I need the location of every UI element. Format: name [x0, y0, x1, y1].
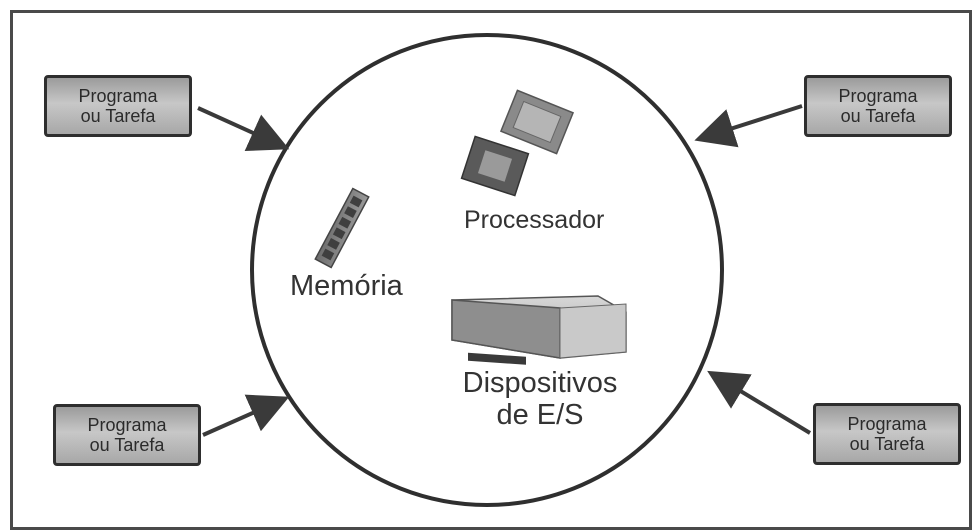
task-box-top-right: Programa ou Tarefa — [804, 75, 952, 137]
memory-icon — [314, 187, 370, 269]
arrow-bottom-left — [202, 394, 290, 437]
task-box-bottom-right: Programa ou Tarefa — [813, 403, 961, 465]
io-device-icon — [451, 295, 627, 365]
arrow-top-right — [694, 104, 803, 148]
task-box-label: Programa ou Tarefa — [847, 414, 927, 454]
task-box-label: Programa ou Tarefa — [78, 86, 158, 126]
task-box-bottom-left: Programa ou Tarefa — [53, 404, 201, 466]
io-devices-label-line2: de E/S — [496, 399, 584, 431]
memory-label: Memória — [290, 270, 403, 302]
processor-icon — [460, 89, 575, 197]
io-devices-label-line1: Dispositivos — [462, 367, 618, 399]
processor-label: Processador — [464, 206, 605, 234]
io-devices-label: Dispositivos de E/S — [462, 367, 618, 431]
arrow-bottom-right — [707, 370, 812, 435]
task-box-label: Programa ou Tarefa — [838, 86, 918, 126]
system-circle — [250, 33, 724, 507]
task-box-top-left: Programa ou Tarefa — [44, 75, 192, 137]
task-box-label: Programa ou Tarefa — [87, 415, 167, 455]
arrow-top-left — [197, 106, 290, 152]
